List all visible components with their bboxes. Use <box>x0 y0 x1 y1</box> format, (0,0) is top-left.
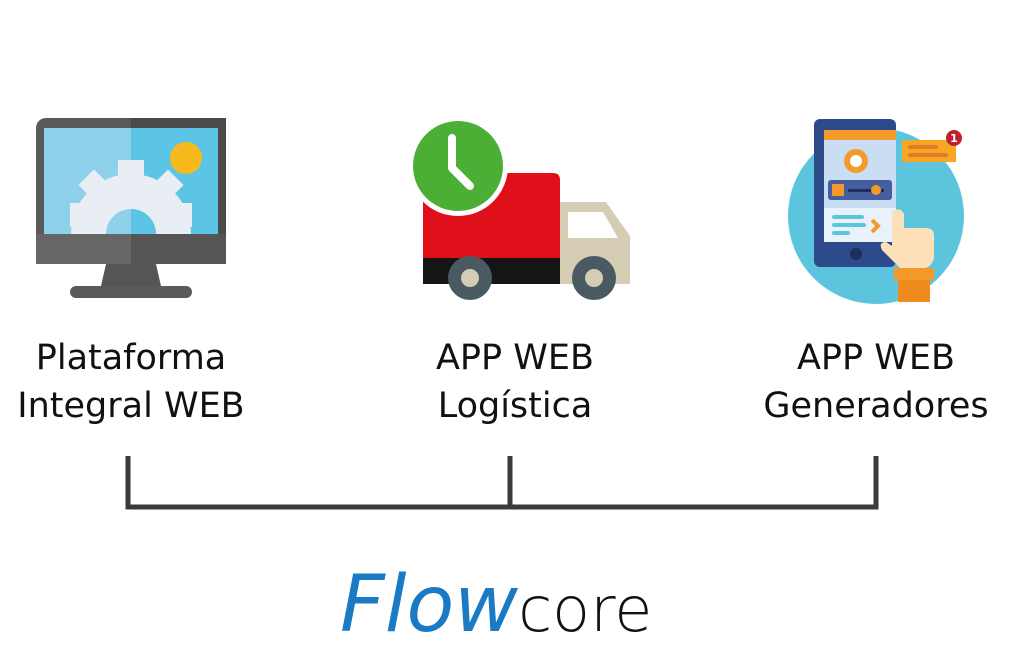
mobile-app-touch-icon: 1 <box>788 119 964 304</box>
label-line1: APP WEB <box>435 338 594 378</box>
label-line1: Plataforma <box>35 338 227 378</box>
label-plataforma-integral-web: Plataforma Integral WEB <box>0 334 291 430</box>
notification-badge: 1 <box>950 132 958 145</box>
label-line2: Integral WEB <box>17 386 245 426</box>
label-line2: Logística <box>437 386 593 426</box>
delivery-truck-clock-icon <box>408 118 630 300</box>
logo-core: core <box>518 573 653 646</box>
monitor-gear-icon <box>36 118 226 298</box>
label-line2: Generadores <box>763 386 989 426</box>
label-app-web-generadores: APP WEB Generadores <box>716 334 1024 430</box>
logo-flow: Flow <box>340 560 519 650</box>
flowcore-logo: Flowcore <box>340 560 652 650</box>
label-line1: APP WEB <box>796 338 955 378</box>
label-app-web-logistica: APP WEB Logística <box>355 334 675 430</box>
